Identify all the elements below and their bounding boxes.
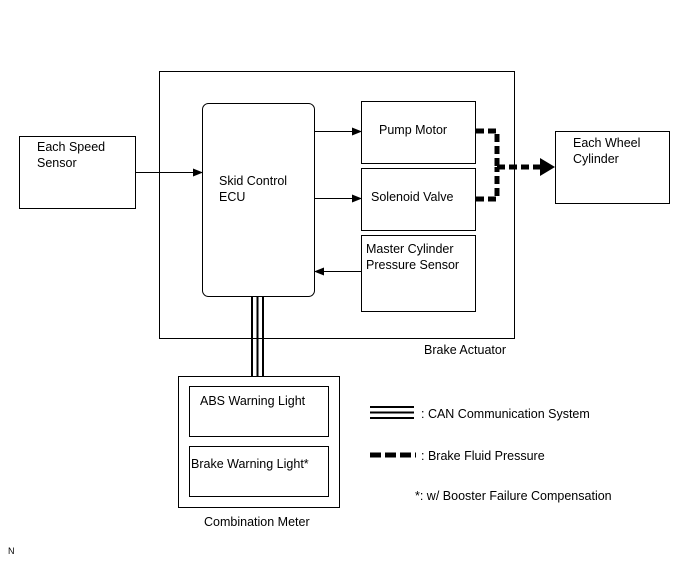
- combination-meter-box: [178, 376, 340, 508]
- brake-warning-light-box: [189, 446, 329, 497]
- master-cylinder-sensor-label: Master Cylinder Pressure Sensor: [366, 242, 460, 272]
- corner-code: N: [8, 546, 15, 556]
- brake-warning-light-label: Brake Warning Light*: [191, 457, 309, 471]
- speed-sensor-box: [19, 136, 136, 209]
- wheel-cylinder-box: [555, 131, 670, 204]
- skid-ecu-box: [202, 103, 315, 297]
- legend-can-label: : CAN Communication System: [421, 407, 590, 421]
- speed-sensor-label: Each Speed Sensor: [37, 140, 106, 170]
- combination-meter-label: Combination Meter: [204, 515, 310, 529]
- legend-note: *: w/ Booster Failure Compensation: [415, 489, 612, 503]
- brake-actuator-label: Brake Actuator: [424, 343, 506, 357]
- can-bus-line: [251, 297, 264, 376]
- solenoid-valve-label: Solenoid Valve: [371, 190, 454, 204]
- brake-fluid-pressure-line: [476, 128, 540, 202]
- brake-actuator-box: [159, 71, 515, 339]
- legend-can-symbol: [370, 406, 414, 419]
- skid-ecu-label: Skid Control ECU: [219, 174, 288, 204]
- pump-motor-label: Pump Motor: [379, 123, 448, 137]
- legend-fluid-label: : Brake Fluid Pressure: [421, 449, 545, 463]
- master-cylinder-sensor-box: [361, 235, 476, 312]
- abs-warning-light-label: ABS Warning Light: [200, 394, 306, 408]
- wheel-cylinder-label: Each Wheel Cylinder: [573, 136, 641, 166]
- abs-warning-light-box: [189, 386, 329, 437]
- brake-fluid-arrowhead: [540, 158, 555, 176]
